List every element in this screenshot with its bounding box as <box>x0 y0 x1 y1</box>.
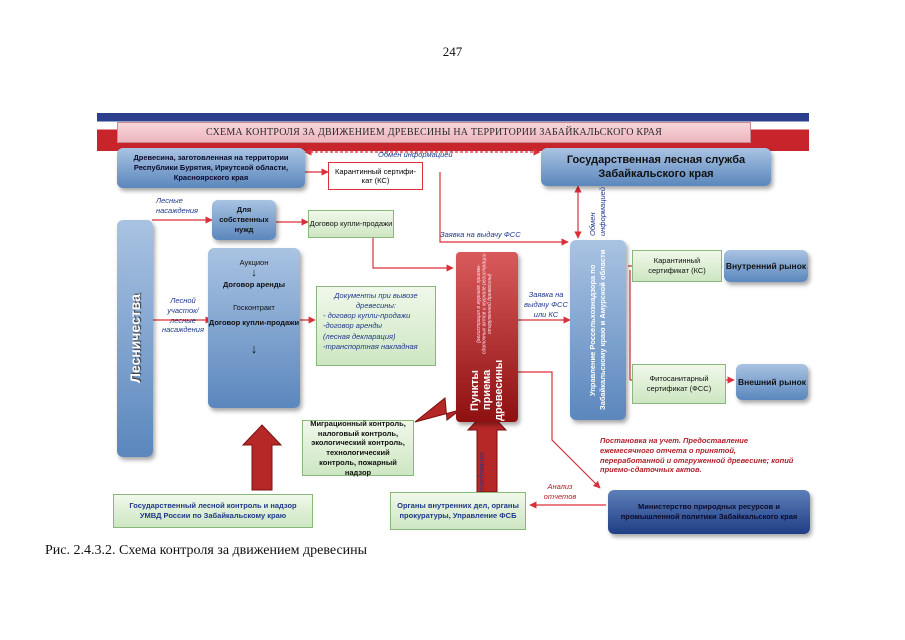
down-arrow-icon: ↓ <box>250 341 258 357</box>
label-info-exchange-vertical: Обмен информацией <box>588 186 607 236</box>
node-rosselkhoznadzor: Управление Россельхознадзора по Забайкал… <box>570 240 626 420</box>
label-forest-stands: Лесные насаждения <box>156 196 199 215</box>
reception-points-title: Пункты приема древесины <box>469 359 505 421</box>
documents-item: (лесная декларация) <box>323 331 396 341</box>
rosselkhoznadzor-label: Управление Россельхознадзора по Забайкал… <box>588 249 607 411</box>
down-arrow-icon: ↓ <box>251 267 257 279</box>
documents-title: Документы при вывозе древесины: <box>334 291 418 311</box>
label-info-exchange-top: Обмен информацией <box>378 150 453 159</box>
node-own-needs: Для собственных нужд <box>212 200 276 240</box>
node-state-forest-control: Государственный лесной контроль и надзор… <box>113 494 313 528</box>
label-sale-contract: Договор купли-продажи <box>208 318 300 328</box>
label-lease-contract: Договор аренды <box>223 280 285 290</box>
documents-item: - договор купли-продажи <box>323 311 411 321</box>
node-law-enforcement: Органы внутренних дел, органы прокуратур… <box>390 492 526 530</box>
node-controls: Миграционный контроль, налоговый контрол… <box>302 419 414 477</box>
reception-points-note: (регистрация в журнале приема-сдаточных … <box>476 253 493 354</box>
node-quarantine-cert-top: Карантинный сертифи-кат (КС) <box>328 162 423 190</box>
label-fss-request-mid: Заявка на выдачу ФСС или КС <box>524 290 568 319</box>
diagram-title: СХЕМА КОНТРОЛЯ ЗА ДВИЖЕНИЕМ ДРЕВЕСИНЫ НА… <box>117 122 751 143</box>
label-report-analysis: Анализ отчетов <box>543 482 577 501</box>
node-forestries-label: Лесничества <box>127 294 143 383</box>
node-foreign-market: Внешний рынок <box>736 364 808 400</box>
node-wood-other-regions: Древесина, заготовленная на территории Р… <box>117 148 305 188</box>
node-quarantine-cert-right: Карантинный сертификат (КС) <box>632 250 722 282</box>
node-ministry: Министерство природных ресурсов и промыш… <box>608 490 810 534</box>
node-phyto-cert: Фитосанитарный сертификат (ФСС) <box>632 364 726 404</box>
page-number: 247 <box>442 44 463 59</box>
node-domestic-market: Внутренний рынок <box>724 250 808 282</box>
node-reception-points: Пункты приема древесины (регистрация в ж… <box>456 252 518 422</box>
documents-item: -договор аренды <box>323 321 383 331</box>
node-forestries: Лесничества <box>117 220 153 457</box>
node-purchase-contract: Договор купли-продажи <box>308 210 394 238</box>
label-forest-plot: Лесной участок/ лесные насаждения <box>161 296 204 335</box>
label-gov-contract: Госконтракт <box>233 303 275 313</box>
label-fss-request-top: Заявка на выдачу ФСС <box>440 230 521 239</box>
label-auction: Аукцион <box>239 258 269 267</box>
node-documents: Документы при вывозе древесины: - догово… <box>316 286 436 366</box>
documents-item: -транспортная накладная <box>323 341 418 351</box>
node-contracts-block: Аукцион ↓ Договор аренды Госконтракт Дог… <box>208 248 300 408</box>
figure-caption: Рис. 2.4.3.2. Схема контроля за движение… <box>45 543 368 558</box>
label-registration: Постановка на учет. Предоставление ежеме… <box>600 436 794 475</box>
node-state-forest-service: Государственная лесная служба Забайкальс… <box>541 148 771 186</box>
